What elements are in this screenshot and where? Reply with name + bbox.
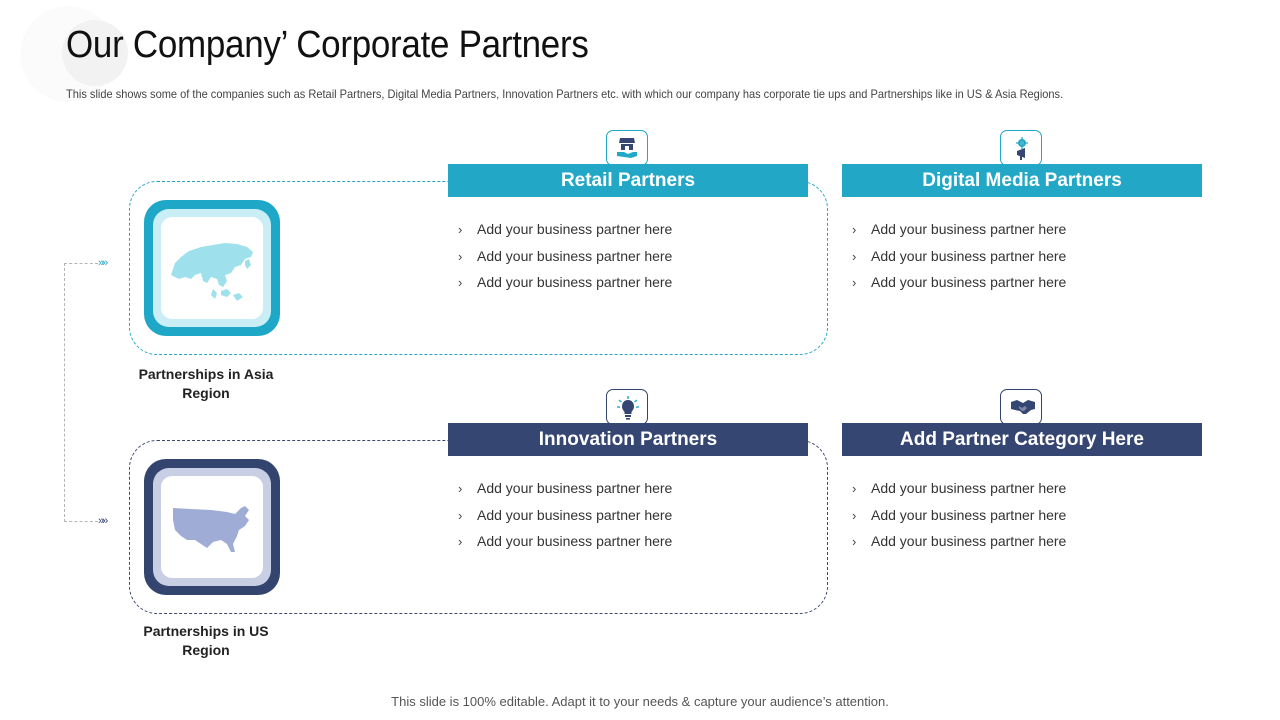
list-item: ›Add your business partner here bbox=[458, 221, 673, 237]
connector-line-vertical bbox=[64, 263, 65, 522]
bullet-chevron-icon: › bbox=[852, 275, 857, 290]
list-item: ›Add your business partner here bbox=[852, 506, 1067, 523]
asia-region-label: Partnerships in Asia Region bbox=[138, 366, 274, 401]
us-map-box bbox=[144, 459, 280, 595]
add-partner-category-list: ›Add your business partner here ›Add you… bbox=[852, 479, 1066, 559]
slide-title: Our Company’ Corporate Partners bbox=[66, 24, 589, 66]
bullet-chevron-icon: › bbox=[458, 248, 463, 264]
list-item: ›Add your business partner here bbox=[458, 274, 673, 290]
chevron-right-icon: »» bbox=[98, 515, 108, 527]
slide-footer: This slide is 100% editable. Adapt it to… bbox=[391, 694, 889, 709]
asia-map-icon bbox=[171, 243, 253, 301]
list-item: ›Add your business partner here bbox=[458, 533, 673, 549]
bullet-chevron-icon: › bbox=[458, 222, 463, 237]
retail-partners-list: ›Add your business partner here ›Add you… bbox=[458, 220, 672, 300]
bullet-chevron-icon: › bbox=[852, 222, 857, 237]
retail-icon-box bbox=[606, 130, 648, 166]
bullet-chevron-icon: › bbox=[458, 507, 463, 523]
list-item: ›Add your business partner here bbox=[852, 221, 1067, 237]
decorative-circle bbox=[22, 8, 128, 100]
innovation-icon-box bbox=[606, 389, 648, 425]
digital-media-partners-list: ›Add your business partner here ›Add you… bbox=[852, 220, 1066, 300]
connector-line-asia bbox=[64, 263, 98, 264]
retail-partners-header: Retail Partners bbox=[448, 164, 808, 197]
add-partner-category-header: Add Partner Category Here bbox=[842, 423, 1202, 456]
megaphone-gear-icon bbox=[1016, 137, 1028, 160]
list-item: ›Add your business partner here bbox=[852, 247, 1067, 264]
bullet-chevron-icon: › bbox=[458, 275, 463, 290]
innovation-partners-list: ›Add your business partner here ›Add you… bbox=[458, 479, 672, 559]
digital-media-icon-box bbox=[1000, 130, 1042, 166]
list-item: ›Add your business partner here bbox=[458, 506, 673, 523]
list-item: ›Add your business partner here bbox=[852, 274, 1067, 290]
bullet-chevron-icon: › bbox=[852, 507, 857, 523]
store-icon bbox=[617, 138, 637, 158]
list-item: ›Add your business partner here bbox=[458, 247, 673, 264]
handshake-icon-box bbox=[1000, 389, 1042, 425]
usa-map-icon bbox=[173, 506, 249, 552]
bullet-chevron-icon: › bbox=[852, 534, 857, 549]
bullet-chevron-icon: › bbox=[852, 248, 857, 264]
list-item: ›Add your business partner here bbox=[852, 533, 1067, 549]
slide-subtitle: This slide shows some of the companies s… bbox=[66, 87, 1064, 101]
connector-line-us bbox=[64, 521, 98, 522]
bullet-chevron-icon: › bbox=[458, 534, 463, 549]
handshake-icon bbox=[1011, 400, 1035, 414]
lightbulb-icon bbox=[617, 396, 639, 420]
us-region-label: Partnerships in US Region bbox=[143, 623, 269, 658]
innovation-partners-header: Innovation Partners bbox=[448, 423, 808, 456]
chevron-right-icon: »» bbox=[98, 257, 108, 269]
list-item: ›Add your business partner here bbox=[458, 480, 673, 496]
decorative-circle-inner bbox=[62, 20, 128, 86]
list-item: ›Add your business partner here bbox=[852, 480, 1067, 496]
bullet-chevron-icon: › bbox=[458, 481, 463, 496]
digital-media-partners-header: Digital Media Partners bbox=[842, 164, 1202, 197]
bullet-chevron-icon: › bbox=[852, 481, 857, 496]
asia-map-box bbox=[144, 200, 280, 336]
